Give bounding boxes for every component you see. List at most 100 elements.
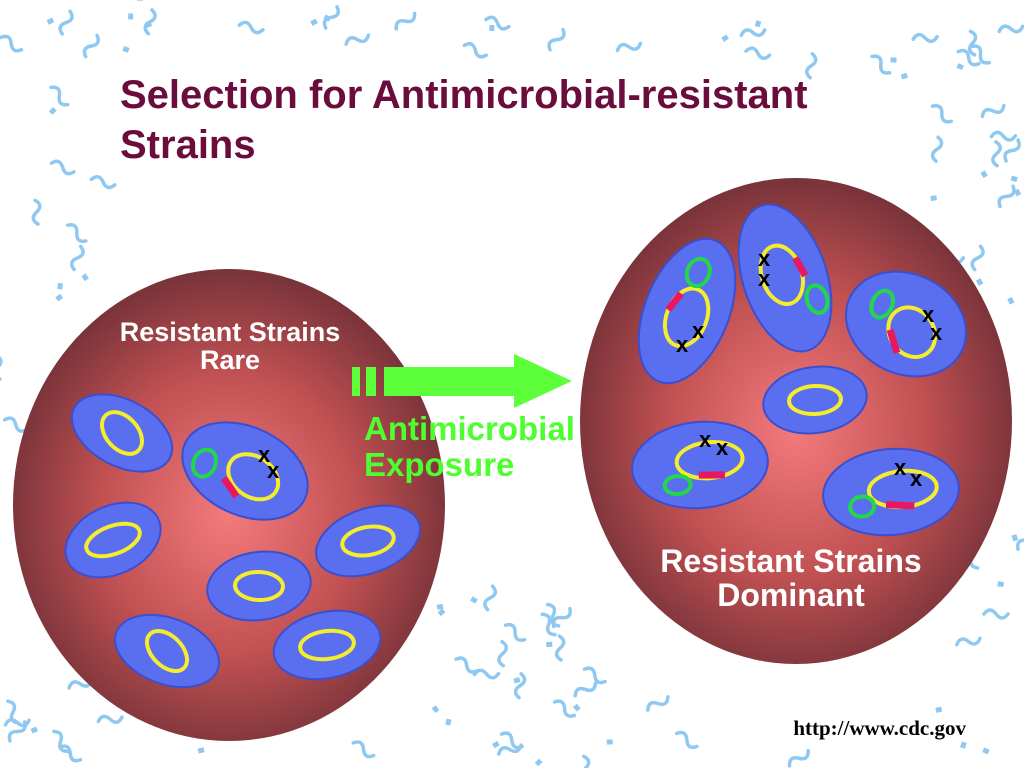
confetti-piece — [55, 293, 64, 302]
mutation-mark: x — [267, 458, 280, 483]
left-label-line-1: Resistant Strains — [119, 317, 341, 347]
exposure-arrow — [352, 354, 572, 408]
confetti-piece — [754, 20, 762, 28]
confetti-piece — [930, 195, 938, 202]
confetti-piece — [344, 33, 371, 46]
mutation-mark: x — [258, 442, 271, 467]
confetti-piece — [310, 18, 318, 26]
confetti-piece — [431, 705, 440, 713]
left-culture-dish — [13, 269, 445, 741]
confetti-piece — [82, 33, 100, 59]
right-culture-label: Resistant Strains Dominant — [626, 544, 956, 612]
confetti-piece — [1007, 297, 1015, 305]
confetti-piece — [58, 744, 83, 763]
plasmid — [848, 494, 877, 519]
resistance-gene — [886, 328, 901, 354]
confetti-piece — [870, 54, 892, 75]
confetti-piece — [0, 34, 24, 53]
confetti-piece — [930, 104, 953, 124]
confetti-piece — [322, 5, 340, 30]
plasmid — [190, 447, 219, 479]
confetti-piece — [503, 622, 527, 643]
chromosome — [787, 383, 843, 417]
mutation-mark: x — [676, 332, 689, 357]
confetti-piece — [89, 175, 117, 190]
confetti-piece — [66, 223, 88, 243]
plasmid — [804, 283, 830, 315]
mutation-mark: x — [922, 302, 935, 327]
confetti-piece — [997, 581, 1004, 587]
confetti-piece — [787, 748, 810, 768]
arrow-tick — [352, 367, 360, 396]
confetti-piece — [46, 17, 55, 25]
arrow-head — [514, 354, 572, 408]
confetti-piece — [1003, 138, 1021, 163]
confetti-piece — [69, 244, 85, 272]
bacterium — [64, 501, 162, 579]
confetti-piece — [49, 85, 70, 107]
resistant-bacterium — [844, 270, 968, 378]
slide-title: Selection for Antimicrobial-resistant St… — [120, 70, 940, 170]
confetti-piece — [323, 14, 332, 22]
resistant-bacterium — [631, 420, 769, 510]
confetti-piece — [454, 656, 479, 674]
chromosome — [100, 410, 144, 456]
confetti-piece — [960, 741, 967, 749]
confetti-piece — [646, 695, 670, 712]
confetti-piece — [573, 681, 598, 698]
confetti-piece — [128, 13, 134, 20]
confetti-piece — [499, 731, 524, 750]
confetti-piece — [573, 703, 581, 712]
confetti-piece — [57, 282, 63, 290]
mutation-mark: x — [699, 427, 712, 452]
confetti-piece — [675, 730, 699, 750]
confetti-piece — [31, 198, 42, 226]
confetti-piece — [197, 747, 205, 754]
confetti-piece — [935, 706, 943, 713]
title-line-2: Strains — [120, 123, 256, 167]
confetti-piece — [497, 639, 509, 668]
confetti-piece — [436, 603, 444, 610]
confetti-piece — [470, 596, 478, 604]
chromosome — [298, 628, 356, 662]
chromosome — [233, 569, 285, 603]
confetti-piece — [552, 699, 577, 718]
confetti-piece — [911, 32, 939, 44]
confetti-piece — [58, 9, 74, 36]
confetti-piece — [744, 46, 772, 60]
confetti-piece — [805, 52, 818, 80]
resistance-gene — [220, 476, 240, 499]
exposure-label: Antimicrobial Exposure — [364, 411, 575, 483]
confetti-piece — [484, 15, 511, 31]
bacterium — [272, 609, 382, 681]
confetti-piece — [7, 720, 27, 743]
confetti-piece — [1010, 175, 1018, 183]
left-label-line-2: Rare — [199, 345, 261, 376]
confetti-piece — [1015, 529, 1024, 551]
confetti-piece — [351, 740, 376, 759]
confetti-piece — [580, 754, 591, 768]
confetti-piece — [997, 24, 1024, 34]
mutation-mark: x — [894, 455, 907, 480]
mutation-mark: x — [930, 320, 943, 345]
confetti-piece — [445, 718, 452, 726]
source-url: http://www.cdc.gov — [793, 716, 966, 740]
confetti-piece — [6, 699, 20, 725]
confetti-piece — [547, 27, 566, 52]
confetti-piece — [513, 672, 527, 700]
title-line-1: Selection for Antimicrobial-resistant — [120, 73, 808, 117]
confetti-piece — [554, 634, 566, 662]
confetti-piece — [3, 416, 29, 433]
confetti-piece — [96, 714, 124, 724]
confetti-piece — [1011, 534, 1018, 542]
confetti-piece — [540, 612, 557, 637]
mutation-mark: x — [910, 466, 923, 491]
confetti-piece — [462, 42, 488, 59]
resistance-gene — [792, 256, 809, 278]
confetti-piece — [956, 48, 981, 67]
confetti-piece — [496, 743, 523, 756]
confetti-piece — [980, 103, 1006, 119]
resistant-bacterium — [822, 447, 960, 537]
resistance-gene — [885, 500, 915, 510]
plasmid — [869, 288, 896, 320]
